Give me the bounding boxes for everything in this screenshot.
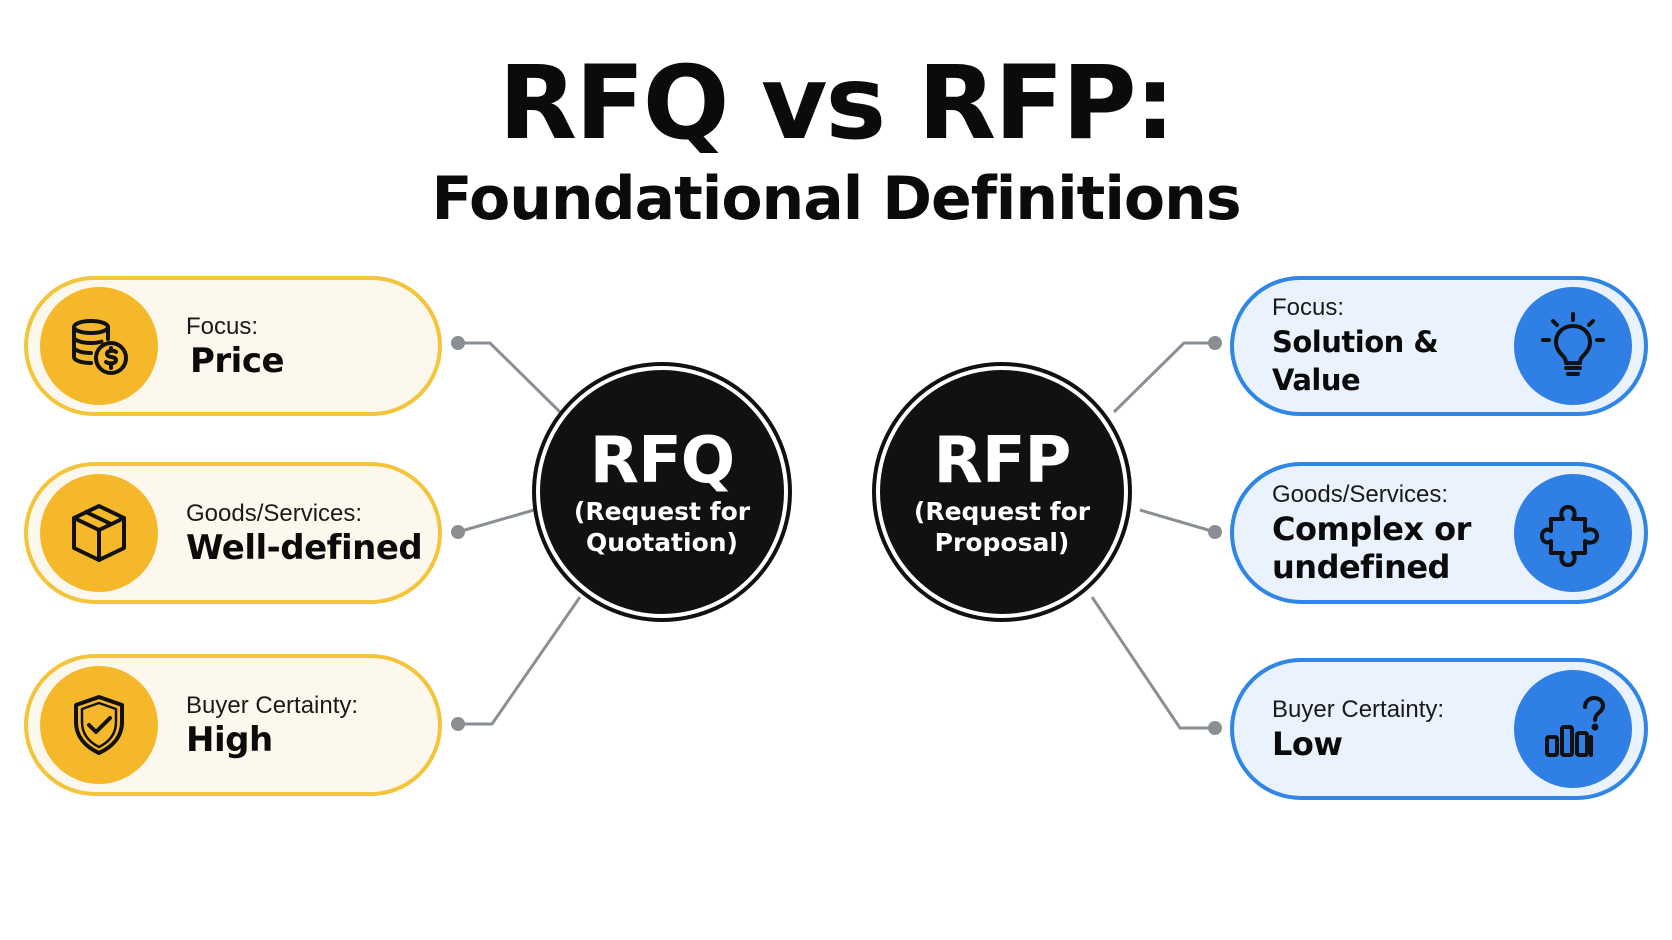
rfq-hub: RFQ (Request for Quotation)	[536, 366, 788, 618]
rfp-card-goods: Goods/Services: Complex or undefined	[1230, 462, 1648, 604]
connector-dot	[1208, 525, 1222, 539]
card-label: Goods/Services:	[1272, 481, 1449, 508]
card-value: Solution & Value	[1272, 325, 1439, 397]
rfp-hub-acronym: RFP	[933, 424, 1072, 498]
connector-rfp-goods	[1139, 508, 1216, 534]
rfq-card-certainty: Buyer Certainty: High	[24, 654, 442, 796]
rfq-card-certainty-text: Buyer Certainty: High	[158, 691, 438, 759]
page-subtitle: Foundational Definitions	[431, 164, 1241, 234]
card-label: Focus:	[1272, 294, 1345, 321]
rfp-card-focus: Focus: Solution & Value	[1230, 276, 1648, 416]
bar-chart-question-icon	[1514, 670, 1632, 788]
rfq-hub-fullname-line1: (Request for	[573, 497, 751, 526]
connector-dot	[451, 336, 465, 350]
rfp-hub: RFP (Request for Proposal)	[876, 366, 1128, 618]
card-label: Buyer Certainty:	[1272, 696, 1445, 723]
rfp-card-goods-text: Goods/Services: Complex or undefined	[1234, 480, 1514, 586]
shield-check-icon	[40, 666, 158, 784]
coins-dollar-icon	[40, 287, 158, 405]
rfp-card-certainty-text: Buyer Certainty: Low	[1234, 695, 1514, 763]
page-title: RFQ vs RFP:	[498, 44, 1176, 163]
card-value: High	[186, 720, 273, 760]
box-icon	[40, 474, 158, 592]
card-label: Focus:	[186, 313, 259, 340]
rfq-hub-acronym: RFQ	[589, 424, 735, 498]
rfq-hub-fullname-line2: Quotation)	[586, 528, 738, 557]
card-label: Buyer Certainty:	[186, 692, 359, 719]
connector-rfq-certainty	[458, 596, 582, 726]
puzzle-icon	[1514, 474, 1632, 592]
rfp-card-certainty: Buyer Certainty: Low	[1230, 658, 1648, 800]
rfp-hub-fullname-line2: Proposal)	[934, 528, 1070, 557]
title-block: RFQ vs RFP: Foundational Definitions	[0, 48, 1672, 236]
connector-rfp-focus	[1112, 341, 1215, 414]
lightbulb-icon	[1514, 287, 1632, 405]
rfp-hub-fullname-line1: (Request for	[913, 497, 1091, 526]
rfp-card-focus-text: Focus: Solution & Value	[1234, 293, 1514, 399]
rfq-card-focus: Focus: Price	[24, 276, 442, 416]
card-value-line2: undefined	[1272, 548, 1450, 586]
card-value-line1: Complex or	[1272, 510, 1471, 548]
connector-dot	[451, 525, 465, 539]
connector-rfq-goods	[457, 508, 535, 534]
rfq-card-focus-text: Focus: Price	[158, 312, 438, 380]
card-label: Goods/Services:	[186, 500, 363, 527]
rfq-card-goods-text: Goods/Services: Well-defined	[158, 499, 438, 567]
card-value: Low	[1272, 725, 1343, 763]
rfq-card-goods: Goods/Services: Well-defined	[24, 462, 442, 604]
connector-dot	[451, 717, 465, 731]
card-value: Well-defined	[186, 528, 423, 568]
connector-dot	[1208, 336, 1222, 350]
connector-rfp-certainty	[1090, 596, 1215, 730]
connector-dot	[1208, 721, 1222, 735]
card-value: Price	[190, 341, 285, 381]
connector-rfq-focus	[458, 341, 562, 414]
